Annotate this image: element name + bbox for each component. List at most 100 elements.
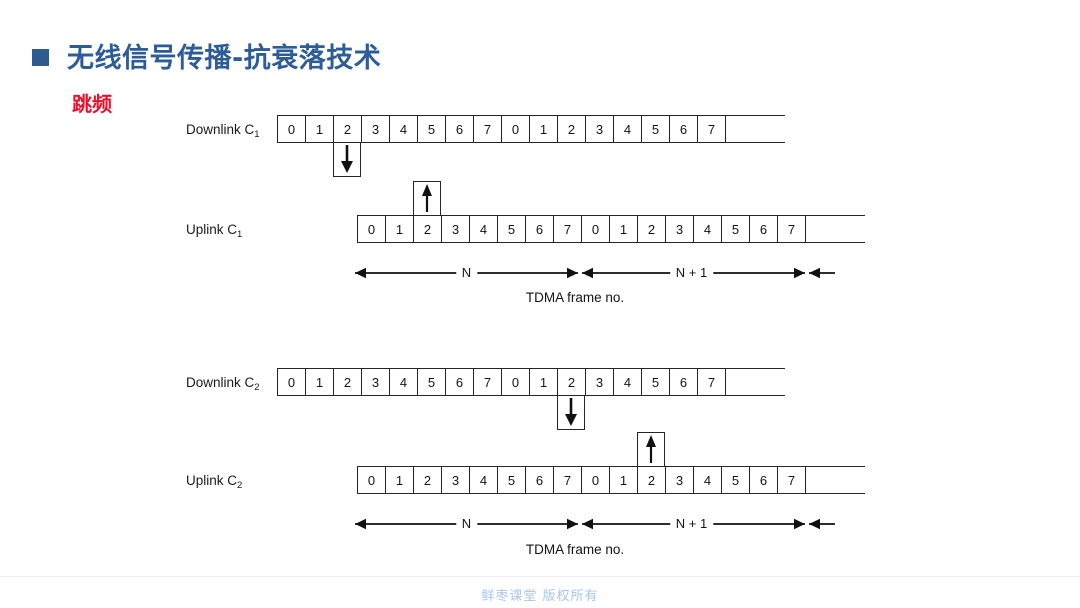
slot-cell: 7 (473, 115, 501, 143)
slot-cell: 3 (361, 115, 389, 143)
slot-cell: 1 (529, 368, 557, 396)
slot-cell: 5 (641, 115, 669, 143)
slot-cell: 7 (697, 368, 725, 396)
down-arrow-icon (557, 396, 585, 430)
page-title: 无线信号传播-抗衰落技术 (32, 36, 381, 75)
slot-cell: 3 (585, 115, 613, 143)
slot-cell: 1 (529, 115, 557, 143)
carrier-subscript: 1 (237, 229, 243, 240)
slot-cell: 5 (417, 368, 445, 396)
frame-number-n: N (455, 265, 478, 280)
slot-cell: 5 (497, 215, 525, 243)
slot-cell: 2 (413, 215, 441, 243)
slot-cell: 5 (721, 215, 749, 243)
slot-cell: 2 (333, 115, 361, 143)
slot-cell: 0 (277, 368, 305, 396)
slot-cell: 6 (669, 368, 697, 396)
up-arrow-icon (413, 181, 441, 215)
slot-cell: 5 (721, 466, 749, 494)
footer-divider (0, 576, 1080, 577)
slot-cell: 6 (525, 466, 553, 494)
slot-cell: 4 (389, 368, 417, 396)
frame-number-n-plus-1: N + 1 (669, 516, 714, 531)
slot-cell: 0 (581, 215, 609, 243)
carrier-subscript: 2 (254, 382, 260, 393)
slot-cell: 3 (665, 466, 693, 494)
slot-cell: 7 (473, 368, 501, 396)
slot-cell: 1 (385, 215, 413, 243)
frame-number-n-plus-1: N + 1 (669, 265, 714, 280)
slot-cell: 4 (693, 466, 721, 494)
uplink-label-c2: Uplink C2 (186, 473, 243, 491)
slot-cell: 1 (305, 368, 333, 396)
slot-cell: 0 (501, 368, 529, 396)
slot-cell: 7 (553, 466, 581, 494)
slot-cell: 7 (697, 115, 725, 143)
slot-cell: 6 (445, 115, 473, 143)
slot-cell: 6 (669, 115, 697, 143)
slot-cell: 7 (553, 215, 581, 243)
slot-cell: 3 (441, 215, 469, 243)
slot-cell: 2 (557, 368, 585, 396)
up-arrow-icon (637, 432, 665, 466)
slot-cell: 4 (469, 466, 497, 494)
footer-copyright: 鲜枣课堂 版权所有 (481, 589, 599, 604)
slot-cell: 1 (305, 115, 333, 143)
link-direction-text: Uplink C (186, 222, 238, 237)
slot-cell: 4 (469, 215, 497, 243)
slot-cell: 4 (693, 215, 721, 243)
link-direction-text: Downlink C (186, 122, 255, 137)
slot-cell: 3 (585, 368, 613, 396)
tdma-frame-dimension-line: N N + 1 (355, 516, 835, 535)
frame-number-n: N (455, 516, 478, 531)
slot-cell: 6 (749, 466, 777, 494)
slot-cell: 2 (637, 215, 665, 243)
slot-cell: 3 (441, 466, 469, 494)
slot-cell-open-tail (805, 466, 865, 494)
slot-cell: 1 (385, 466, 413, 494)
slot-cell: 0 (501, 115, 529, 143)
link-direction-text: Uplink C (186, 473, 238, 488)
title-label: 无线信号传播-抗衰落技术 (67, 43, 382, 74)
slot-cell: 0 (277, 115, 305, 143)
tdma-frame-caption: TDMA frame no. (525, 542, 625, 557)
slot-cell-open-tail (725, 368, 785, 396)
slot-cell-open-tail (725, 115, 785, 143)
slot-cell: 6 (749, 215, 777, 243)
tdma-frame-dimension-line: N N + 1 (355, 265, 835, 284)
slot-cell: 4 (613, 368, 641, 396)
down-arrow-icon (333, 143, 361, 177)
uplink-label-c1: Uplink C1 (186, 222, 243, 240)
slot-cell: 3 (361, 368, 389, 396)
slot-cell: 4 (613, 115, 641, 143)
carrier-subscript: 1 (254, 129, 260, 140)
carrier-subscript: 2 (237, 480, 243, 491)
slot-cell: 3 (665, 215, 693, 243)
slot-cell: 5 (417, 115, 445, 143)
slot-cell: 1 (609, 466, 637, 494)
slot-cell: 0 (581, 466, 609, 494)
slot-cell: 0 (357, 215, 385, 243)
slot-cell: 6 (525, 215, 553, 243)
downlink-label-c2: Downlink C2 (186, 375, 260, 393)
slot-cell: 2 (333, 368, 361, 396)
slot-cell: 1 (609, 215, 637, 243)
tdma-frame-caption: TDMA frame no. (525, 290, 625, 305)
slot-cell: 2 (557, 115, 585, 143)
slot-cell: 2 (413, 466, 441, 494)
slot-cell: 7 (777, 215, 805, 243)
slot-cell: 7 (777, 466, 805, 494)
slot-cell: 5 (497, 466, 525, 494)
link-direction-text: Downlink C (186, 375, 255, 390)
slot-cell: 5 (641, 368, 669, 396)
slot-cell-open-tail (805, 215, 865, 243)
slot-cell: 2 (637, 466, 665, 494)
slot-cell: 6 (445, 368, 473, 396)
downlink-label-c1: Downlink C1 (186, 122, 260, 140)
slot-cell: 0 (357, 466, 385, 494)
